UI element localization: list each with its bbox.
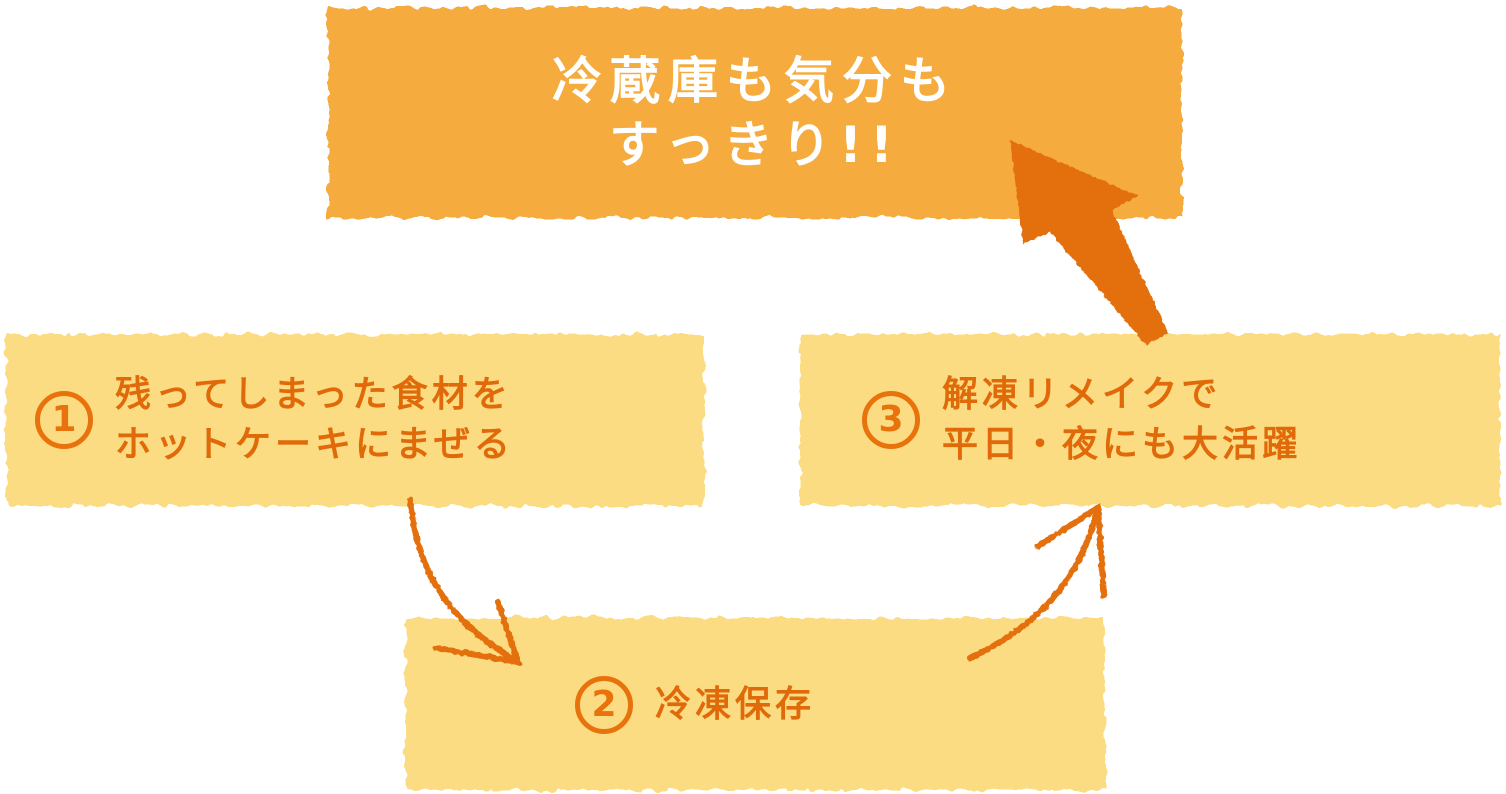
step1-number-badge: 1	[35, 391, 93, 449]
arrow-step3-to-goal	[1010, 140, 1168, 345]
goal-line-2: すっきり!!	[609, 115, 901, 174]
step2-line-1: 冷凍保存	[655, 684, 816, 725]
step1-line-1: 残ってしまった食材を	[115, 374, 512, 415]
step1-content: 1 残ってしまった食材を ホットケーキにまぜる	[35, 335, 705, 505]
step1-label: 残ってしまった食材を ホットケーキにまぜる	[115, 370, 514, 470]
arrow-step2-to-step3	[967, 502, 1107, 661]
step1-line-2: ホットケーキにまぜる	[115, 424, 514, 465]
step3-number-badge: 3	[862, 391, 920, 449]
goal-line-1: 冷蔵庫も気分も	[552, 51, 958, 110]
arrow-step1-to-step2	[407, 497, 523, 666]
goal-title: 冷蔵庫も気分も すっきり!!	[325, 5, 1185, 220]
step1-box	[6, 334, 704, 506]
step3-line-2: 平日・夜にも大活躍	[942, 424, 1303, 465]
step3-content: 3 解凍リメイクで 平日・夜にも大活躍	[862, 335, 1502, 505]
step2-label: 冷凍保存	[655, 680, 815, 730]
step3-label: 解凍リメイクで 平日・夜にも大活躍	[942, 370, 1302, 470]
step2-number-badge: 2	[575, 676, 633, 734]
step3-line-1: 解凍リメイクで	[942, 374, 1222, 415]
step2-content: 2 冷凍保存	[575, 620, 1095, 790]
